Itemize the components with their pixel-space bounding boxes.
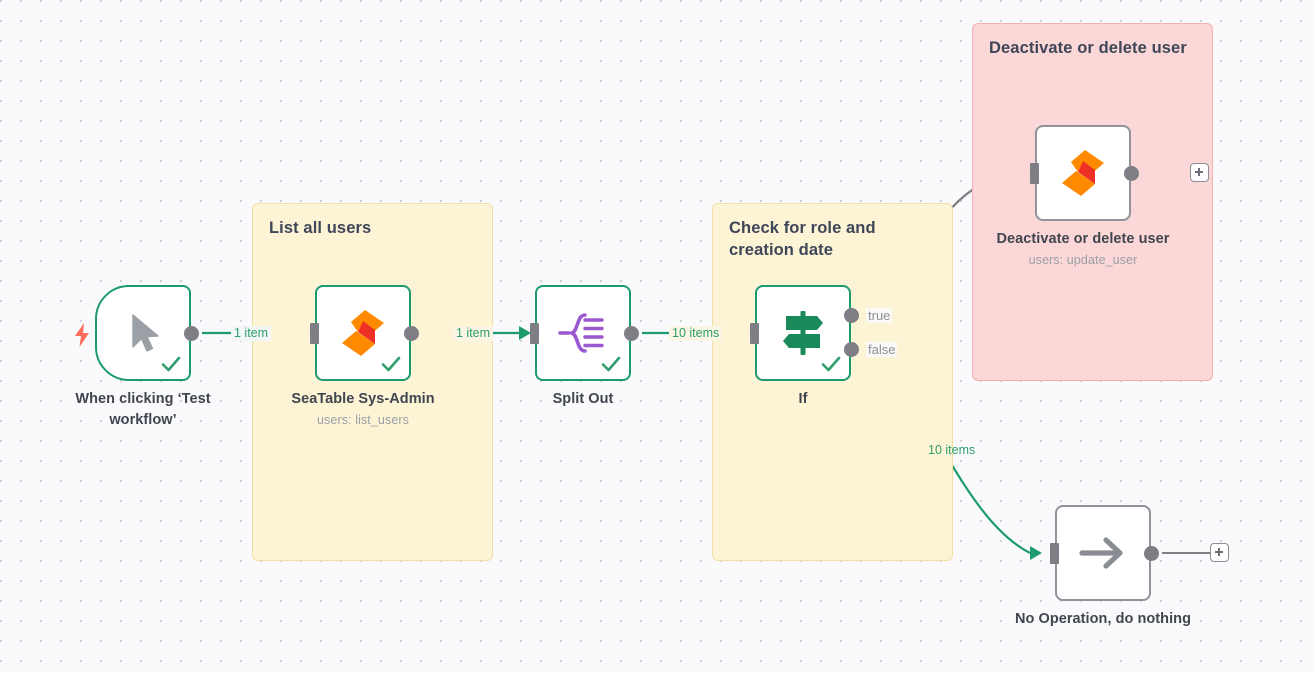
seatable-icon	[1062, 150, 1104, 196]
output-endpoint[interactable]	[404, 326, 419, 341]
input-endpoint[interactable]	[310, 323, 319, 344]
canvas-bottom-strip	[0, 672, 1315, 687]
branch-label-false: false	[866, 342, 898, 357]
success-check-icon	[601, 356, 621, 372]
workflow-canvas[interactable]: List all users Check for role and creati…	[0, 0, 1315, 672]
success-check-icon	[821, 356, 841, 372]
input-endpoint[interactable]	[750, 323, 759, 344]
success-check-icon	[381, 356, 401, 372]
output-endpoint[interactable]	[624, 326, 639, 341]
output-endpoint[interactable]	[1124, 166, 1139, 181]
node-body[interactable]	[1035, 125, 1131, 221]
edge-label-items: 10 items	[928, 443, 976, 457]
sticky-note-title: Deactivate or delete user	[989, 39, 1187, 57]
node-label: If	[798, 391, 808, 407]
output-endpoint-true[interactable]	[844, 308, 859, 323]
node-body[interactable]	[755, 285, 851, 381]
sticky-note-title: List all users	[269, 219, 372, 237]
node-label: SeaTable Sys-Admin	[291, 391, 435, 407]
edge-label-items: 1 item	[453, 326, 494, 341]
output-endpoint[interactable]	[184, 326, 199, 341]
node-label: Deactivate or delete user	[996, 231, 1170, 247]
split-out-icon	[558, 313, 604, 353]
lightning-bolt-icon	[75, 323, 89, 347]
output-endpoint-false[interactable]	[844, 342, 859, 357]
add-node-button[interactable]	[1210, 543, 1229, 562]
node-body[interactable]	[535, 285, 631, 381]
node-body[interactable]	[75, 285, 191, 381]
success-check-icon	[161, 356, 181, 372]
sticky-note-list-all-users[interactable]: List all users	[252, 203, 493, 561]
sticky-note-title: Check for role and creation date	[729, 219, 876, 260]
node-body[interactable]	[315, 285, 411, 381]
edge-label-items: 10 items	[669, 326, 723, 341]
input-endpoint[interactable]	[530, 323, 539, 344]
output-endpoint[interactable]	[1144, 546, 1159, 561]
signpost-icon	[783, 311, 823, 355]
input-endpoint[interactable]	[1030, 163, 1039, 184]
node-operation-label: users: list_users	[316, 413, 409, 427]
node-label: Split Out	[552, 391, 614, 407]
arrow-right-icon	[1079, 537, 1123, 569]
seatable-icon	[342, 310, 384, 356]
node-label: When clicking ‘Test workflow’	[75, 391, 211, 429]
add-node-button[interactable]	[1190, 163, 1209, 182]
edge-label-items: 1 item	[231, 326, 272, 341]
input-endpoint[interactable]	[1050, 543, 1059, 564]
node-label: No Operation, do nothing	[1015, 611, 1191, 627]
cursor-pointer-icon	[132, 314, 159, 352]
branch-label-true: true	[866, 308, 893, 323]
node-operation-label: users: update_user	[1028, 253, 1138, 267]
node-body[interactable]	[1055, 505, 1151, 601]
sticky-note-check-role[interactable]: Check for role and creation date	[712, 203, 953, 561]
